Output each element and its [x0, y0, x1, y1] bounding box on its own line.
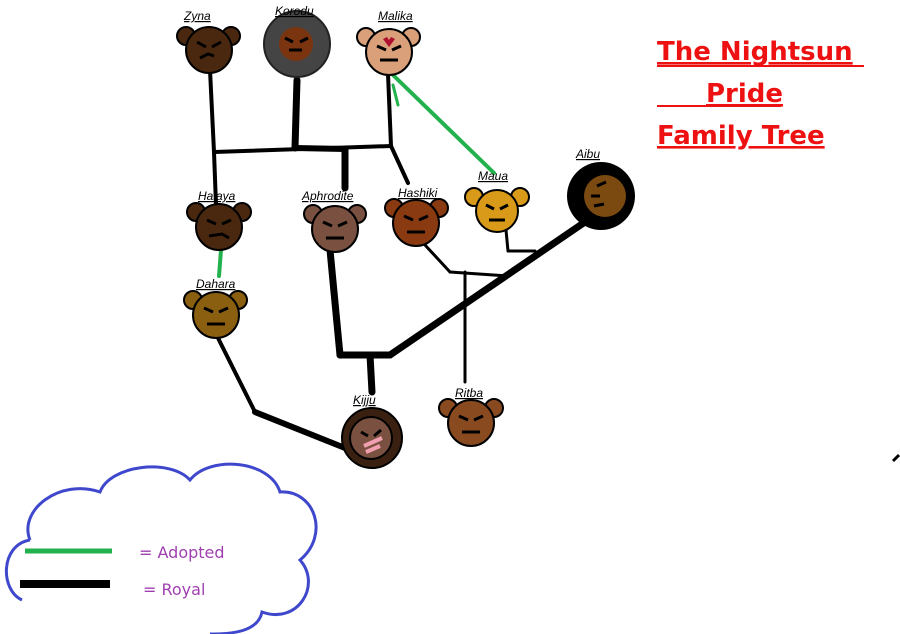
lion-face-icon [349, 416, 393, 460]
face-features-icon [458, 414, 484, 434]
line-maua-down [504, 228, 510, 253]
lion-face-icon [195, 203, 243, 251]
lion-face-icon [365, 28, 413, 76]
line-to-halaya [212, 150, 218, 207]
heart-icon [383, 37, 395, 47]
face-features-icon [284, 36, 309, 52]
lion-face-icon [279, 27, 313, 61]
line-aibu-diagonal [386, 218, 589, 359]
member-zyna: Zyna [176, 9, 241, 74]
line-hashiki-down [423, 243, 452, 274]
member-malika: Malika [356, 9, 421, 76]
adopted-connections [217, 72, 496, 278]
lion-face-icon [192, 291, 240, 339]
line-parents-bar-thick [292, 145, 348, 152]
adopted-line-malika-tick [391, 83, 400, 107]
face-features-icon [376, 44, 402, 62]
name-dahara: Dahara [196, 277, 236, 291]
name-korodu: Korodu [275, 4, 314, 18]
legend-royal-label: = Royal [143, 580, 205, 599]
title-line-2: Pride [706, 79, 783, 109]
lion-face-icon [392, 199, 440, 247]
member-ritba: Ritba [438, 386, 504, 447]
scar-icon [363, 436, 383, 454]
title-line-1: The Nightsun [657, 37, 853, 67]
line-to-hashiki [389, 144, 410, 185]
face-features-icon [403, 214, 429, 234]
legend-cloud-icon [5, 462, 318, 634]
name-aphrodite: Aphrodite [301, 189, 354, 203]
member-aphrodite: Aphrodite [301, 189, 367, 253]
member-aibu: Aibu [567, 147, 635, 230]
face-features-icon [591, 180, 607, 208]
member-halaya: Halaya [186, 189, 252, 251]
member-maua: Maua [464, 169, 530, 233]
face-features-icon [196, 40, 222, 60]
lion-face-icon [475, 189, 519, 233]
line-aphrodite-down [326, 246, 344, 359]
name-hashiki: Hashiki [398, 186, 438, 200]
name-kijju: Kijju [353, 393, 376, 407]
face-features-icon [206, 218, 232, 240]
lion-face-icon [311, 205, 359, 253]
legend-adopted-label: = Adopted [139, 543, 225, 562]
lion-face-icon [185, 26, 233, 74]
face-features-icon [203, 306, 229, 326]
line-dahara-down [216, 336, 257, 414]
adopted-line-halaya-dahara [217, 248, 223, 278]
member-hashiki: Hashiki [384, 186, 449, 247]
face-features-icon [360, 428, 382, 438]
name-halaya: Halaya [198, 189, 236, 203]
member-korodu: Korodu [263, 4, 331, 78]
face-features-icon [485, 203, 509, 222]
line-to-kijju [366, 351, 376, 396]
lion-face-icon [447, 399, 495, 447]
face-features-icon [322, 220, 348, 240]
legend: = Adopted = Royal [5, 462, 318, 634]
line-zyna [208, 68, 216, 154]
member-kijju: Kijju [341, 393, 403, 469]
name-ritba: Ritba [455, 386, 483, 400]
title-block: The Nightsun Pride Family Tree [657, 37, 864, 151]
line-korodu [291, 76, 301, 152]
stray-mark [891, 453, 900, 463]
line-dahara-kijju [252, 409, 348, 451]
member-dahara: Dahara [183, 277, 248, 339]
name-maua: Maua [478, 169, 508, 183]
name-aibu: Aibu [575, 147, 600, 161]
name-malika: Malika [378, 9, 413, 23]
adopted-line-malika-maua [390, 72, 496, 175]
title-line-3: Family Tree [657, 121, 825, 151]
line-malika [386, 72, 393, 148]
line-ritba-bar [448, 270, 510, 278]
tree-connections [208, 68, 589, 451]
name-zyna: Zyna [183, 9, 211, 23]
